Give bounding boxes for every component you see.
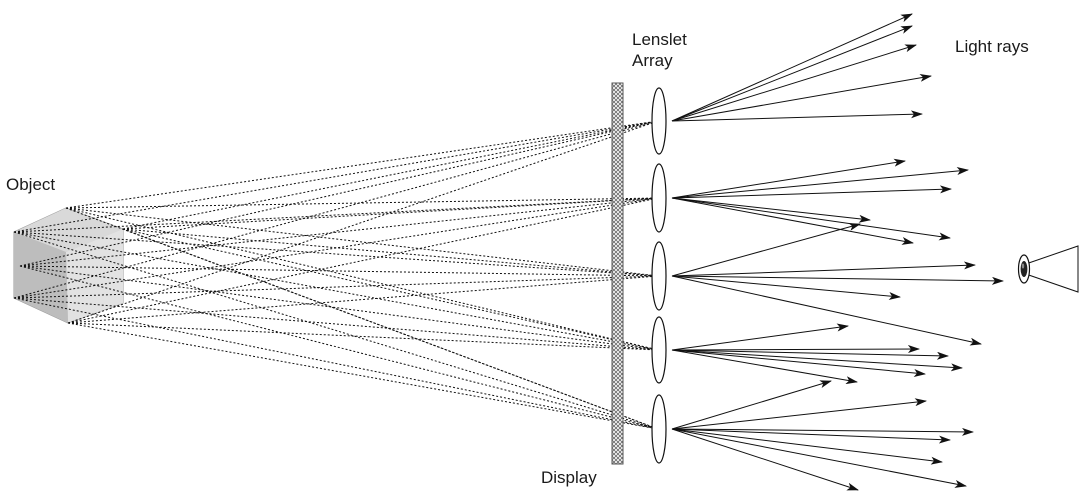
lenslet-3	[651, 241, 667, 311]
light-ray-arrow	[671, 275, 901, 300]
light-ray-arrow	[671, 197, 914, 245]
display-label: Display	[541, 468, 597, 487]
light-ray-arrow	[671, 275, 982, 346]
light-ray-arrow	[671, 197, 951, 241]
object-ray	[122, 228, 659, 351]
object-ray	[13, 231, 659, 351]
object-ray	[67, 322, 659, 351]
light-ray-arrow	[671, 185, 952, 199]
lenslet-5	[651, 394, 667, 464]
light-ray-arrow	[671, 428, 951, 444]
object-label: Object	[6, 175, 56, 194]
light-ray-arrow	[671, 44, 917, 122]
lenslet-array-label-line1: Lenslet	[632, 30, 687, 49]
object-ray	[67, 275, 659, 324]
object-ray	[13, 197, 659, 233]
object-ray	[122, 228, 659, 430]
object-ray	[13, 297, 659, 351]
object-ray	[122, 197, 659, 230]
light-ray-arrow	[671, 323, 849, 351]
lenslet-array-label-line2: Array	[632, 51, 673, 70]
light-ray-arrow	[671, 349, 949, 360]
object-ray	[122, 120, 659, 230]
light-ray-arrow	[671, 428, 943, 465]
lenslet-4	[651, 316, 667, 384]
object-ray	[65, 197, 659, 209]
object-ray	[65, 120, 659, 209]
object-ray	[65, 207, 659, 351]
light-ray-arrow	[671, 73, 932, 122]
object-ray	[19, 197, 659, 267]
lenslet-array	[651, 87, 667, 464]
light-ray-arrow	[671, 349, 963, 372]
light-ray-arrow	[671, 428, 859, 491]
eye-icon	[1017, 245, 1079, 293]
light-ray-arrow	[671, 428, 967, 488]
object-ray	[13, 231, 659, 277]
light-rays-label: Light rays	[955, 37, 1029, 56]
light-ray-arrow	[671, 25, 913, 122]
display-panel	[611, 82, 624, 465]
light-ray-arrow	[671, 223, 861, 277]
light-ray-arrow	[671, 275, 1004, 285]
object-ray	[19, 265, 659, 430]
object-ray	[13, 297, 659, 430]
object-ray	[13, 275, 659, 299]
object-ray	[13, 197, 659, 299]
light-ray-arrow	[671, 349, 926, 377]
light-ray-arrow	[671, 398, 927, 430]
object-ray	[13, 120, 659, 299]
object-ray	[65, 207, 659, 277]
lenslet-array-label: Lenslet Array	[632, 29, 687, 71]
light-ray-arrow	[671, 197, 871, 223]
light-ray-arrow	[671, 427, 974, 436]
object-ray	[19, 265, 659, 351]
object-ray	[122, 228, 659, 277]
object-ray	[67, 197, 659, 324]
lenslet-1	[651, 87, 667, 155]
light-ray-arrow	[671, 345, 920, 354]
object-ray	[67, 120, 659, 324]
object-ray	[13, 231, 659, 430]
light-ray-arrow	[671, 380, 832, 430]
light-rays	[671, 13, 1004, 491]
light-ray-arrow	[671, 13, 913, 122]
light-ray-arrow	[671, 349, 858, 385]
object-rays	[13, 120, 659, 430]
light-ray-arrow	[671, 167, 969, 199]
lenslet-2	[651, 163, 667, 233]
light-ray-arrow	[671, 110, 923, 122]
object-ray	[19, 120, 659, 267]
object-ray	[13, 120, 659, 233]
light-ray-arrow	[671, 158, 906, 199]
light-ray-arrow	[671, 261, 976, 277]
